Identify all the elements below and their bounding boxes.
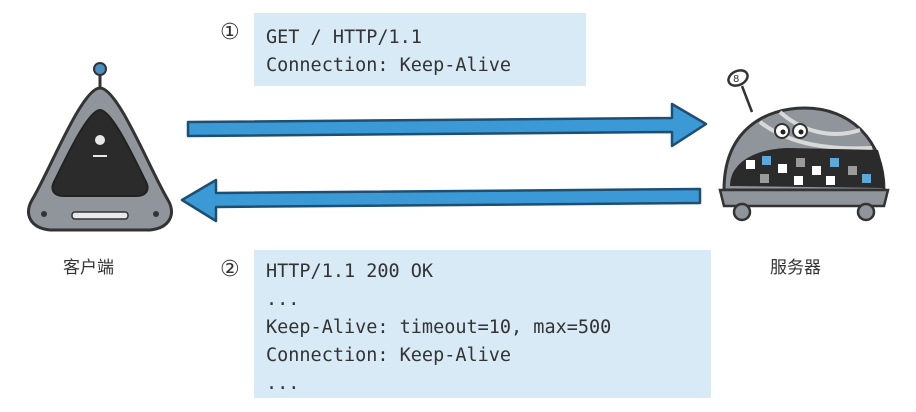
svg-text:8: 8 <box>733 74 739 85</box>
request-header: Connection: Keep-Alive <box>266 55 512 76</box>
response-step-marker: ② <box>220 257 240 282</box>
response-ellipsis: ... <box>266 373 300 394</box>
response-ellipsis: ... <box>266 289 300 310</box>
server-label: 服务器 <box>770 258 821 278</box>
response-status-line: HTTP/1.1 200 OK <box>266 261 434 282</box>
response-message-box <box>254 250 711 398</box>
server-robot-icon: 8 <box>718 69 890 222</box>
request-step-marker: ① <box>220 20 240 45</box>
request-arrow <box>186 102 708 148</box>
response-arrow <box>180 178 702 223</box>
request-message-box <box>254 13 586 86</box>
client-robot-icon <box>27 62 173 232</box>
response-keepalive-header: Keep-Alive: timeout=10, max=500 <box>266 317 612 338</box>
response-connection-header: Connection: Keep-Alive <box>266 345 512 366</box>
client-label: 客户端 <box>63 258 114 278</box>
request-line: GET / HTTP/1.1 <box>266 27 422 48</box>
